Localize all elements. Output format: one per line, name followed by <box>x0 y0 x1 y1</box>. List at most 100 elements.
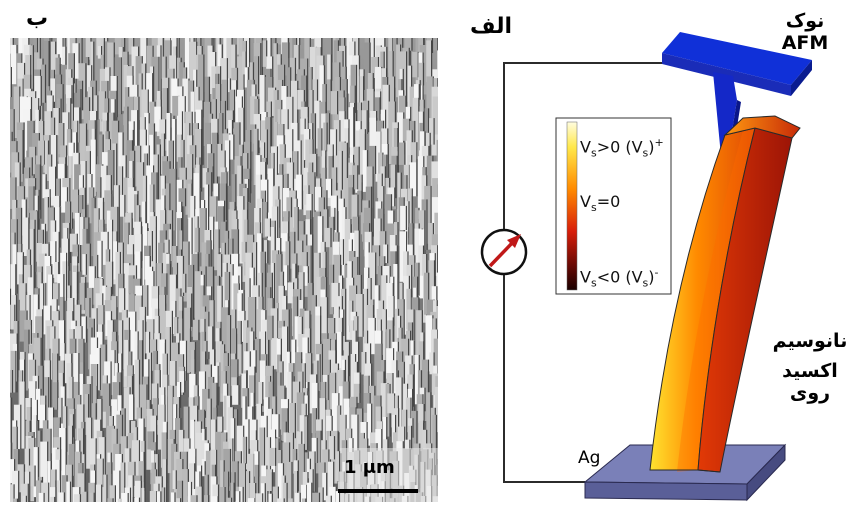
nanorod <box>110 350 115 396</box>
nanorod-shadow <box>234 418 236 462</box>
nanorod <box>406 288 411 330</box>
nanorod <box>105 261 113 295</box>
nanorod-shadow <box>277 206 279 266</box>
nanorod <box>189 41 197 105</box>
nanorod <box>97 305 104 325</box>
nanorod <box>292 151 298 179</box>
nanorod-shadow <box>200 38 202 49</box>
nanorod <box>176 57 181 86</box>
nanorod-shadow <box>426 199 428 250</box>
nanorod <box>184 38 190 82</box>
nanorod-shadow <box>360 274 362 299</box>
nanorod <box>187 183 192 219</box>
nanorod <box>149 339 156 371</box>
nanorod <box>118 320 123 371</box>
nanorod-shadow <box>124 194 126 217</box>
nanorod <box>107 498 113 502</box>
nanorod-shadow <box>346 142 348 202</box>
nanorod <box>424 108 428 144</box>
nanorod-shadow <box>277 486 279 502</box>
nanorod-shadow <box>336 195 338 263</box>
nanorod-shadow <box>427 359 430 421</box>
nanorod <box>271 414 279 438</box>
nanorod-shadow <box>27 483 29 502</box>
nanorod-shadow <box>213 300 215 365</box>
nanorod-shadow <box>149 331 151 354</box>
nanorod <box>72 244 78 264</box>
nanorod-shadow <box>318 492 321 502</box>
nanorod <box>247 234 254 267</box>
nanorod <box>198 371 205 418</box>
nanorod <box>188 217 192 285</box>
nanorod <box>109 485 115 502</box>
nanorod-shadow <box>45 404 47 429</box>
nanorod-shadow <box>341 331 343 369</box>
nanorod <box>426 392 431 444</box>
nanorod-shadow <box>61 397 63 424</box>
nanorod-shadow <box>77 244 80 264</box>
nanorod <box>291 339 296 377</box>
nanorod <box>13 86 20 138</box>
nanorod <box>397 112 404 155</box>
nanorod <box>195 432 202 471</box>
nanorod <box>166 113 171 184</box>
nanorod-shadow <box>225 183 228 221</box>
nanorod <box>201 440 208 460</box>
nanorod <box>358 174 362 199</box>
nanorod <box>191 254 198 318</box>
nanorod-shadow <box>119 470 121 502</box>
nanorod <box>374 285 379 354</box>
nanorod-shadow <box>408 201 410 251</box>
nanorod-shadow <box>357 414 359 464</box>
nanorod-shadow <box>55 166 57 198</box>
nanorod <box>228 209 234 268</box>
nanorod <box>161 195 165 222</box>
nanorod-shadow <box>92 86 94 123</box>
nanorod <box>273 43 277 97</box>
nanorod-shadow <box>359 383 361 403</box>
nanorod-shadow <box>23 464 26 493</box>
nanorod <box>364 242 369 268</box>
nanorod-shadow <box>216 449 218 502</box>
nanorod <box>35 388 41 420</box>
nanorod <box>154 315 159 350</box>
nanorod <box>138 73 142 121</box>
nanorod-shadow <box>68 238 70 289</box>
nanorod-shadow <box>326 122 328 152</box>
nanorod-shadow <box>345 288 347 351</box>
nanorod <box>85 297 90 318</box>
nanorod <box>50 496 55 502</box>
nanorod-shadow <box>255 483 257 502</box>
nanorod <box>193 173 200 223</box>
nanorod <box>38 492 44 502</box>
nanorod-shadow <box>215 99 217 137</box>
nanorod <box>281 86 287 117</box>
nanorod <box>10 370 12 393</box>
nanorod <box>155 199 162 267</box>
nanorod-shadow <box>327 374 329 401</box>
nanorod <box>283 188 290 217</box>
nanorod <box>335 491 339 502</box>
nanorod <box>51 117 54 145</box>
nanorod <box>418 245 423 276</box>
nanorod-shadow <box>312 234 314 308</box>
nanorod <box>230 482 234 502</box>
nanorod <box>98 91 105 120</box>
nanorod-shadow <box>199 173 201 223</box>
nanorod <box>286 162 293 196</box>
nanorod <box>281 421 286 442</box>
nanorod <box>10 131 12 155</box>
nanorod <box>426 40 431 83</box>
nanorod <box>339 386 345 423</box>
nanorod <box>73 381 79 440</box>
nanorod-shadow <box>394 187 396 207</box>
nanorod <box>338 198 344 247</box>
nanorod-shadow <box>166 459 168 502</box>
nanorod <box>107 320 113 376</box>
nanorod-shadow <box>365 352 367 375</box>
nanorod <box>394 308 398 373</box>
nanorod <box>362 150 367 192</box>
nanorod-shadow <box>330 495 332 502</box>
nanorod <box>201 242 207 289</box>
nanorod-shadow <box>30 319 33 344</box>
